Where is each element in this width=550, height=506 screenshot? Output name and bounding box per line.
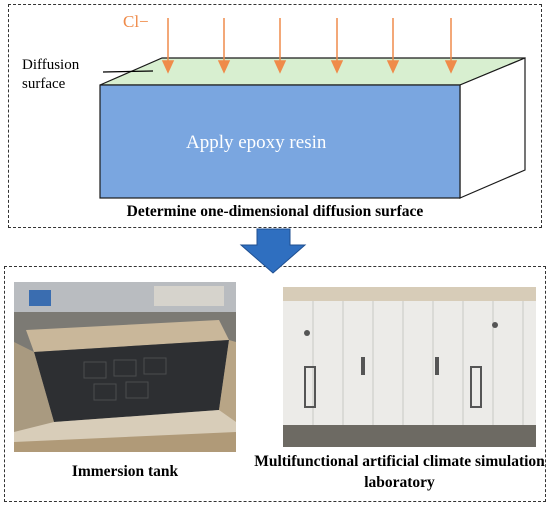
down-arrow-icon <box>273 18 287 74</box>
down-arrow-icon <box>330 18 344 74</box>
diffusion-surface-label: Diffusion surface <box>22 57 80 92</box>
diffusion-setup-panel <box>8 4 542 228</box>
climate-laboratory-caption: Multifunctional artificial climate simul… <box>254 453 545 491</box>
down-arrow-icon <box>444 18 458 74</box>
chloride-ion-label: Cl− <box>123 12 149 31</box>
down-arrow-icon <box>217 18 231 74</box>
epoxy-resin-label: Apply epoxy resin <box>186 132 327 153</box>
block-front-face <box>99 84 461 199</box>
immersion-tank-illustration <box>14 282 236 452</box>
immersion-tank-photo <box>14 282 236 452</box>
down-arrow-icon <box>161 18 175 74</box>
down-arrow-icon <box>386 18 400 74</box>
big-down-arrow-icon <box>239 228 307 274</box>
chloride-arrows <box>161 18 458 74</box>
diffusion-surface-leader <box>102 70 154 73</box>
climate-laboratory-photo <box>283 287 536 447</box>
immersion-tank-caption: Immersion tank <box>71 463 179 480</box>
top-panel-caption: Determine one-dimensional diffusion surf… <box>126 203 424 220</box>
climate-laboratory-illustration <box>283 287 536 447</box>
